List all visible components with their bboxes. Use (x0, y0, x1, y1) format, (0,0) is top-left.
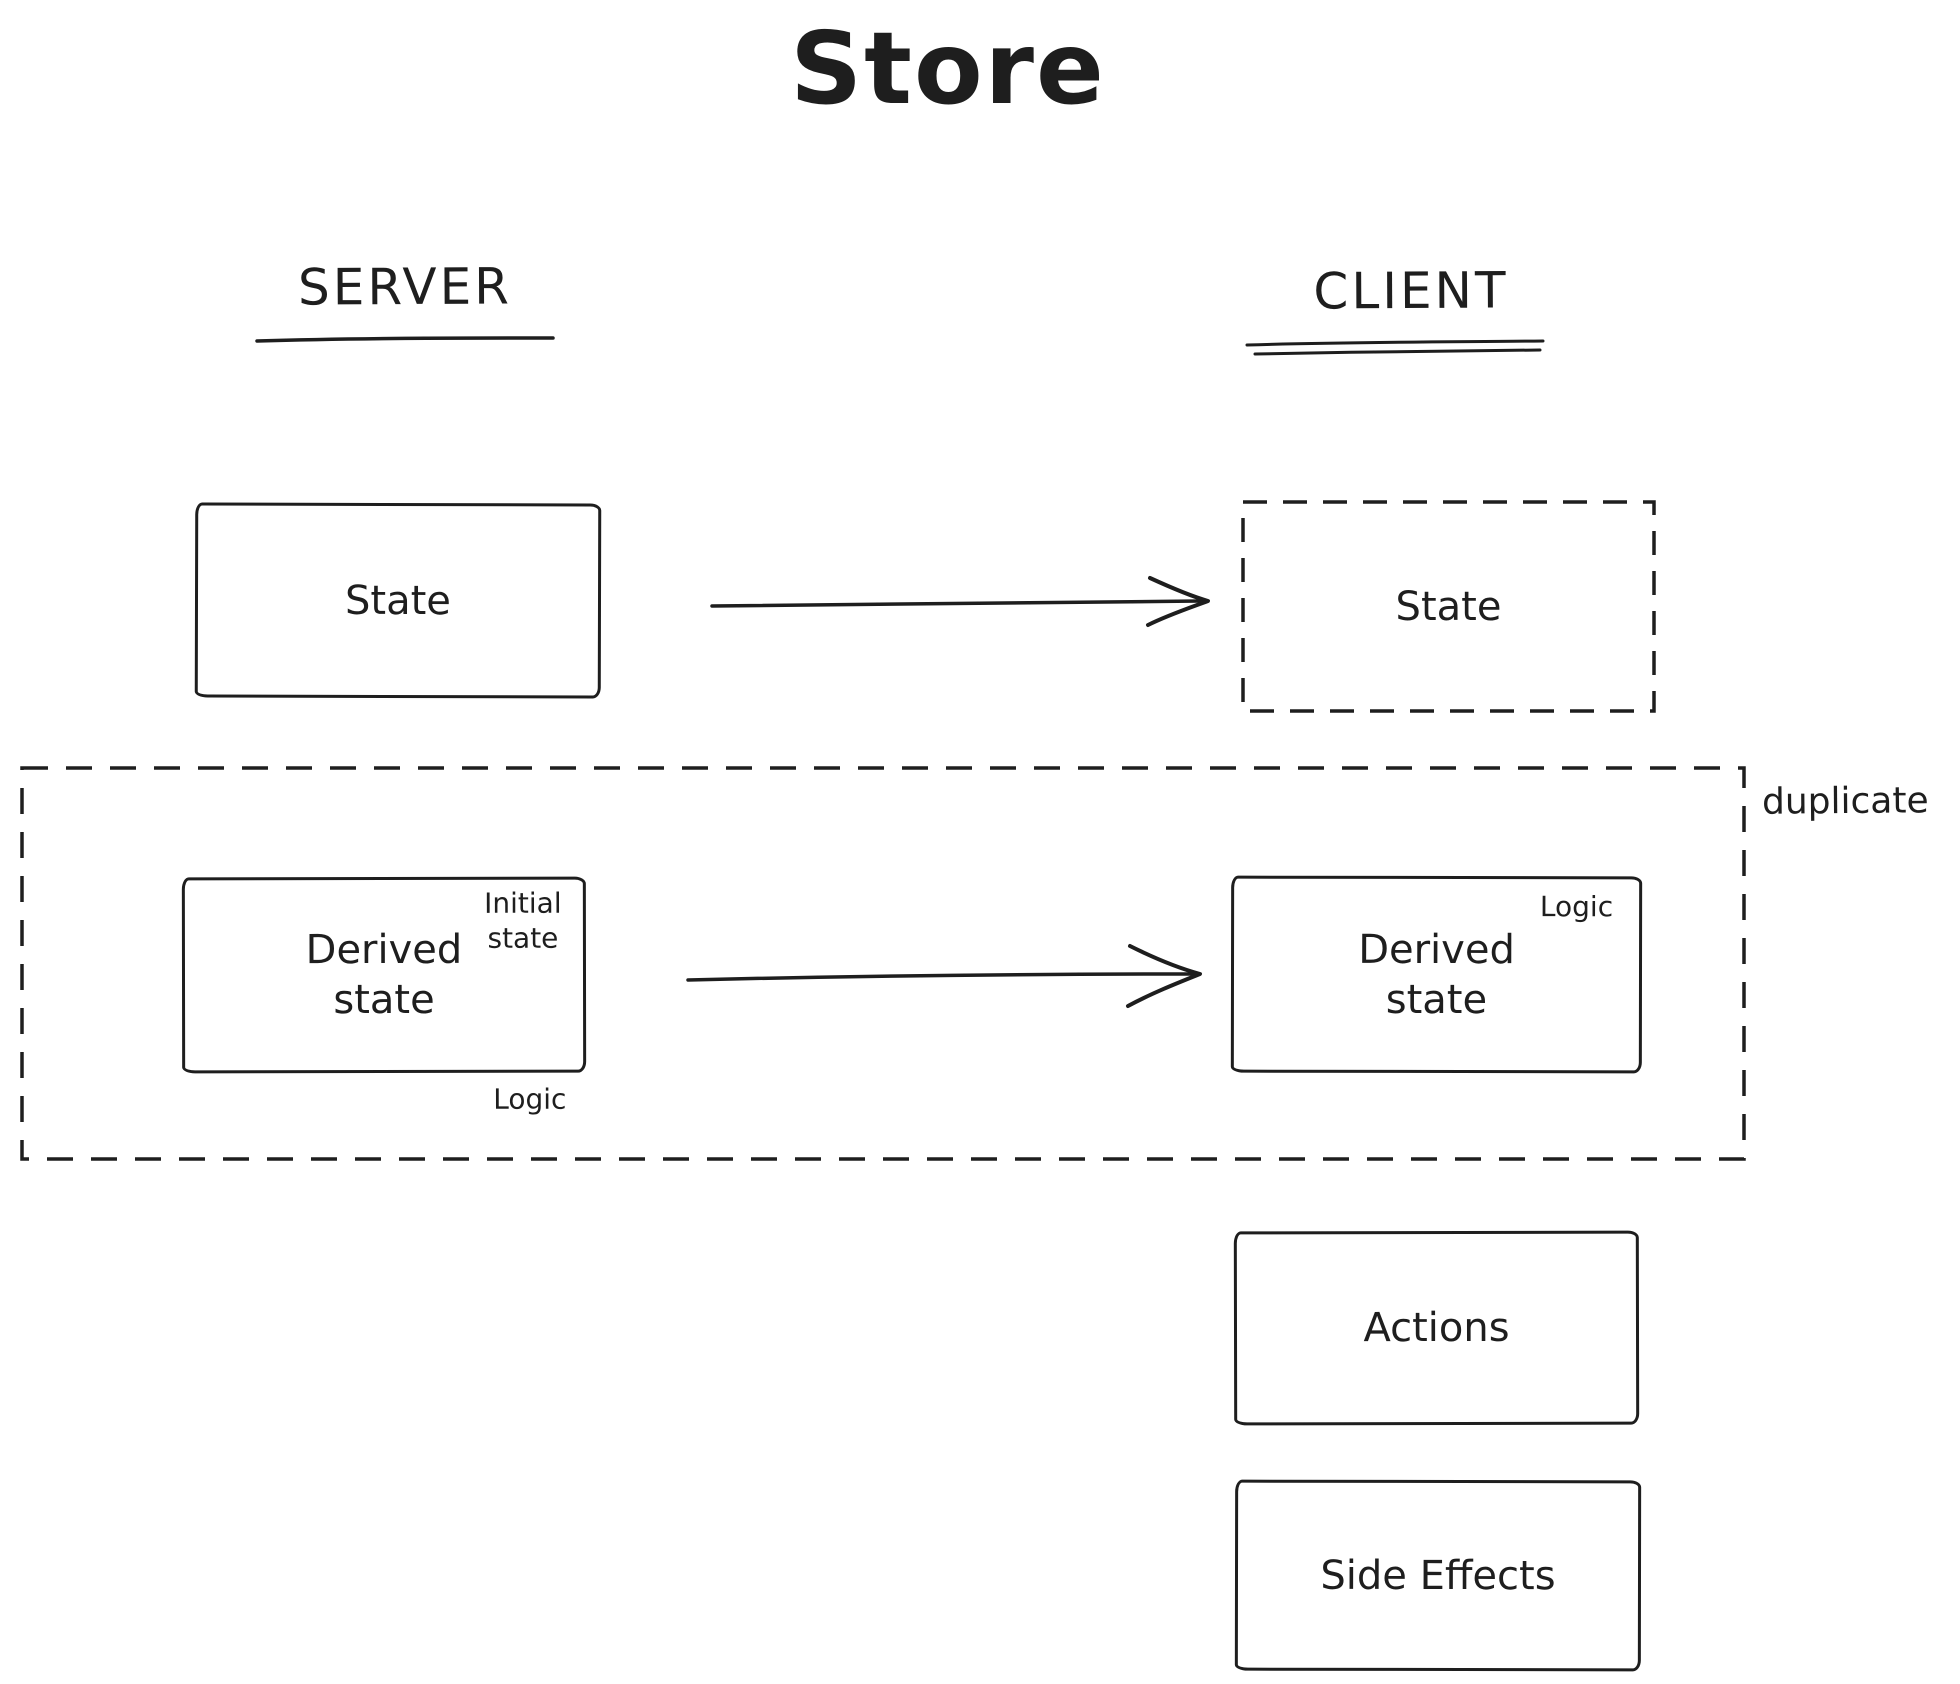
initial-state-note: Initial state (484, 886, 562, 955)
duplicate-region (20, 766, 1746, 1161)
actions-box: Actions (1233, 1230, 1640, 1426)
duplicate-label: duplicate (1761, 780, 1929, 823)
server-column-header: SERVER (297, 257, 513, 317)
server-derived-state-box: Derived state Initial state Logic (181, 876, 587, 1116)
duplicate-region-border (20, 766, 1746, 1161)
diagram-title: Store (790, 10, 1106, 127)
client-state-box: State (1241, 500, 1656, 713)
client-header-underline-top (1245, 339, 1545, 347)
client-column-header: CLIENT (1313, 261, 1509, 321)
server-state-box: State (194, 502, 602, 699)
client-derived-state-label: Derived state (1358, 926, 1515, 1023)
client-header-underline-bottom (1253, 348, 1542, 356)
server-header-underline (255, 336, 555, 343)
client-state-label: State (1395, 583, 1502, 630)
side-effects-label: Side Effects (1320, 1552, 1556, 1599)
side-effects-box: Side Effects (1234, 1479, 1642, 1672)
state-sync-arrow-line (710, 599, 1202, 608)
actions-label: Actions (1363, 1304, 1510, 1352)
client-logic-note: Logic (1539, 890, 1614, 924)
server-state-label: State (344, 577, 451, 624)
server-derived-state-label: Derived state (305, 926, 463, 1024)
server-logic-note: Logic (493, 1082, 567, 1116)
client-state-box-border (1241, 500, 1656, 713)
client-derived-state-box: Logic Derived state (1230, 875, 1643, 1074)
state-sync-arrow-head (1146, 576, 1210, 627)
